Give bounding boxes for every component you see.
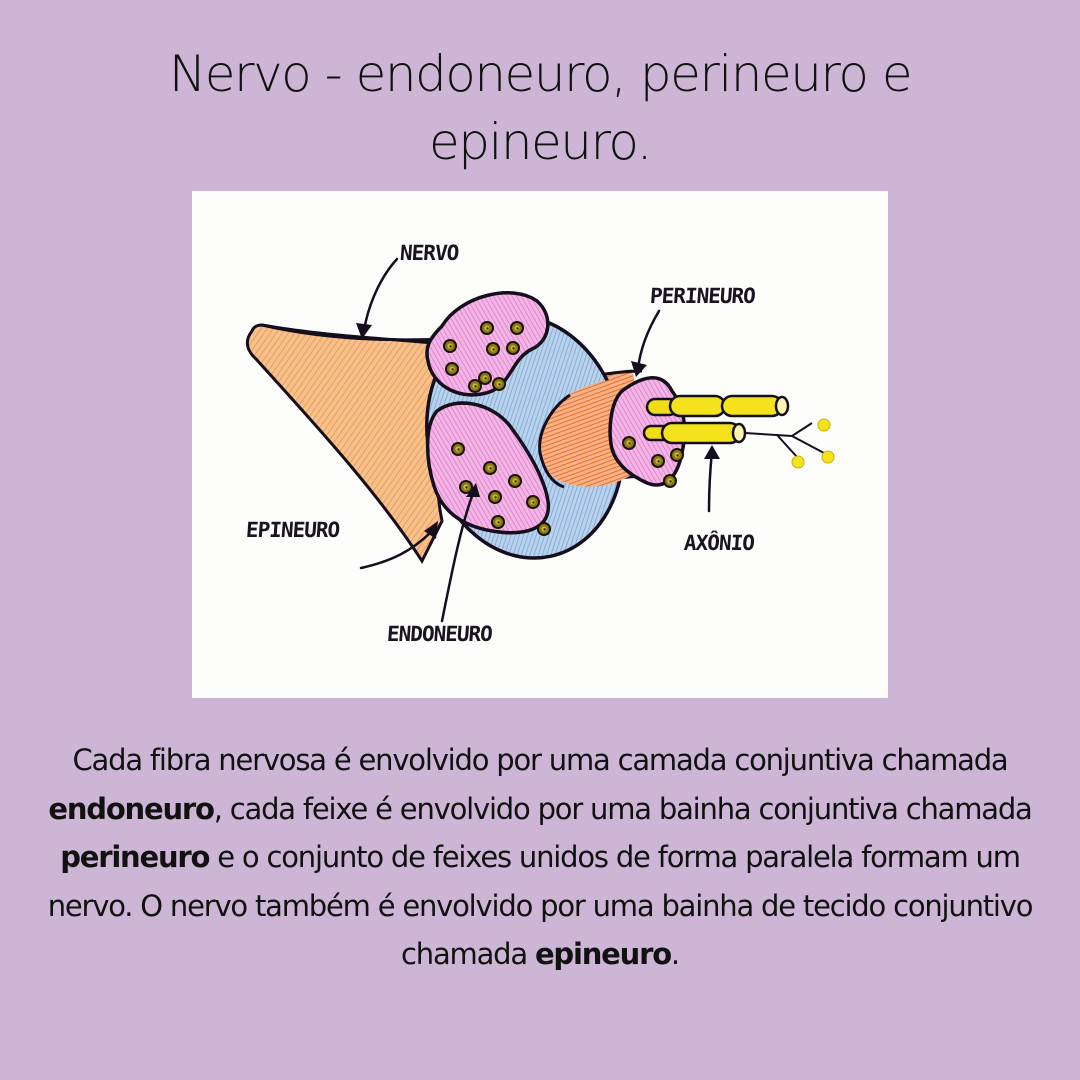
label-axonio: AXÔNIO bbox=[683, 531, 755, 555]
label-nervo: NERVO bbox=[399, 241, 460, 265]
label-perineuro: PERINEURO bbox=[649, 284, 756, 308]
caption-text-4: . bbox=[670, 937, 680, 971]
term-endoneuro: endoneuro bbox=[48, 791, 215, 826]
caption-text-2: , cada feixe é envolvido por uma bainha … bbox=[213, 791, 1033, 826]
caption-text-1: Cada fibra nervosa é envolvido por uma c… bbox=[72, 743, 1009, 777]
title-line-1: Nervo - endoneuro, perineuro e bbox=[168, 45, 913, 103]
nerve-diagram: NERVO PERINEURO EPINEURO ENDONEURO AXÔNI… bbox=[192, 191, 888, 698]
term-perineuro: perineuro bbox=[60, 840, 210, 874]
page-title: Nervo - endoneuro, perineuro e epineuro. bbox=[0, 40, 1080, 176]
nerve-illustration bbox=[245, 257, 835, 623]
label-endoneuro: ENDONEURO bbox=[386, 622, 493, 646]
caption-text-3: e o conjunto de feixes unidos de forma p… bbox=[47, 840, 1034, 971]
description-paragraph: Cada fibra nervosa é envolvido por uma c… bbox=[20, 736, 1060, 979]
term-epineuro: epineuro bbox=[534, 937, 672, 971]
title-line-2: epineuro. bbox=[428, 113, 653, 171]
label-epineuro: EPINEURO bbox=[245, 518, 340, 542]
